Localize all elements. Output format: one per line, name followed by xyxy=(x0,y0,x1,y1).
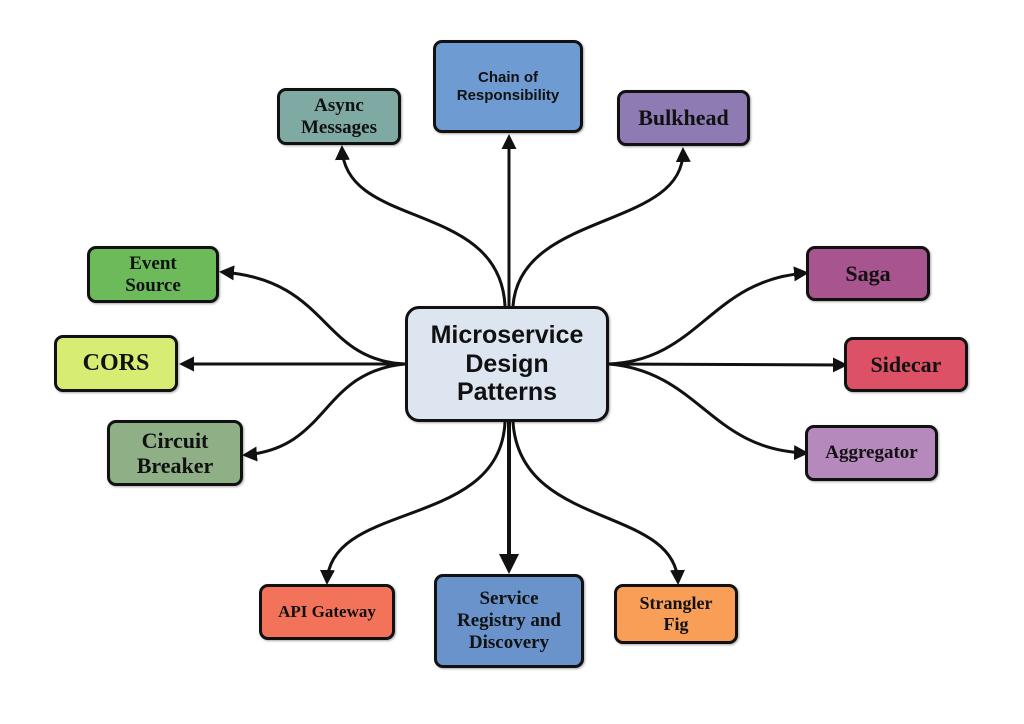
node-label: CORS xyxy=(82,349,150,376)
arrow-to-bulkhead xyxy=(511,147,691,307)
node-service-registry-and-discovery: Service Registry and Discovery xyxy=(434,574,584,668)
node-label: Service Registry and Discovery xyxy=(457,588,561,653)
node-label: Circuit Breaker xyxy=(136,427,214,478)
node-label: Chain of Responsibility xyxy=(456,69,560,104)
arrow-to-saga xyxy=(608,266,809,366)
arrow-to-strangler-fig xyxy=(511,421,686,585)
node-circuit-breaker: Circuit Breaker xyxy=(107,420,243,486)
arrow-to-event-source xyxy=(219,265,406,366)
node-cors: CORS xyxy=(54,335,178,392)
center-label: Microservice Design Patterns xyxy=(430,320,584,407)
node-saga: Saga xyxy=(806,246,930,301)
node-async-messages: Async Messages xyxy=(277,88,401,145)
node-label: Aggregator xyxy=(825,442,918,464)
arrow-to-api-gateway xyxy=(319,421,507,585)
node-aggregator: Aggregator xyxy=(805,425,938,481)
node-label: Sidecar xyxy=(870,351,942,377)
node-label: Async Messages xyxy=(301,94,377,138)
node-label: Saga xyxy=(845,260,891,286)
center-node-microservice-design-patterns: Microservice Design Patterns xyxy=(405,306,609,422)
node-label: API Gateway xyxy=(278,602,376,622)
node-bulkhead: Bulkhead xyxy=(617,90,750,146)
node-label: Event Source xyxy=(125,252,181,296)
node-api-gateway: API Gateway xyxy=(259,584,395,640)
arrow-to-circuit-breaker xyxy=(242,362,406,462)
node-strangler-fig: Strangler Fig xyxy=(614,584,738,644)
node-chain-of-responsibility: Chain of Responsibility xyxy=(433,40,583,133)
node-sidecar: Sidecar xyxy=(844,337,968,392)
node-label: Strangler Fig xyxy=(639,593,713,634)
arrow-to-async-messages xyxy=(334,145,507,307)
node-event-source: Event Source xyxy=(87,246,219,303)
arrow-to-aggregator xyxy=(608,362,809,461)
node-label: Bulkhead xyxy=(638,105,729,131)
arrow-to-sidecar xyxy=(608,357,848,373)
